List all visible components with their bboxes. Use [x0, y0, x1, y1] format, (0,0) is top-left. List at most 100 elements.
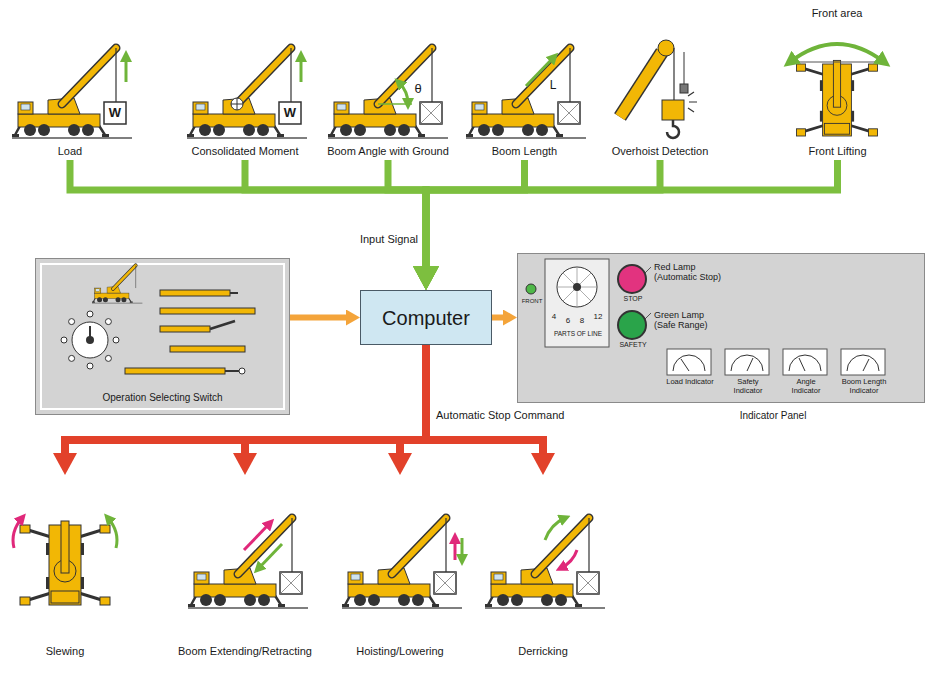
length-illustration	[466, 48, 586, 138]
indicator-panel-art	[618, 311, 646, 339]
node-caption: Derricking	[518, 645, 568, 658]
overhoist-illustration	[620, 52, 662, 117]
node-caption: Overhoist Detection	[612, 145, 709, 158]
slewing-illustration	[13, 518, 117, 605]
front-lifting-illustration	[797, 60, 878, 136]
indicator-panel-art	[517, 253, 925, 403]
overhoist-illustration	[684, 52, 685, 84]
area-label: Front area	[792, 6, 882, 20]
gauge	[783, 349, 827, 375]
weight-mark: W	[104, 102, 126, 124]
selector-panel-art	[105, 319, 111, 325]
slew-stop: Slewing	[10, 475, 120, 660]
command-label: Automatic Stop Command	[436, 408, 606, 422]
selector-panel-art	[69, 355, 75, 361]
angle-illustration	[420, 102, 442, 124]
moment-illustration	[300, 56, 303, 82]
extend-illustration	[258, 544, 282, 569]
angle-illustration	[328, 48, 448, 138]
hoist-illustration	[342, 518, 462, 608]
selector-panel-art	[160, 308, 255, 314]
hoist-illustration	[461, 538, 464, 560]
front-lifting-illustration	[790, 62, 884, 63]
selector-panel-art	[125, 368, 225, 374]
hoist-illustration	[434, 572, 456, 594]
extend-illustration	[188, 518, 308, 608]
selector-panel-art	[105, 355, 111, 361]
gauge	[747, 358, 753, 371]
overhoist-illustration	[680, 84, 688, 93]
moment-illustration	[187, 48, 307, 138]
signal-arrow	[245, 160, 426, 266]
selector-panel-art	[61, 337, 67, 343]
selector-panel-art	[35, 258, 290, 415]
derrick-illustration	[561, 550, 577, 568]
angle-illustration	[399, 82, 408, 104]
derrick-illustration	[545, 518, 565, 540]
extend-illustration	[188, 518, 308, 608]
computer-box: Computer	[360, 290, 492, 345]
front-lifting-illustration	[790, 44, 884, 62]
lamp-note: Green Lamp (Safe Range)	[654, 310, 726, 331]
signal-arrow	[388, 160, 426, 266]
signal-arrow	[65, 345, 426, 453]
selector-panel-art	[35, 258, 290, 415]
moment-illustration	[231, 98, 243, 110]
signal-arrow	[426, 160, 525, 266]
selector-panel-art	[170, 346, 245, 352]
signal-arrow	[426, 160, 660, 266]
load-illustration	[12, 48, 132, 138]
selector-panel-art	[113, 337, 119, 343]
selector-panel-art	[87, 363, 93, 369]
selector-panel-art	[89, 326, 91, 340]
node-caption: Operation Selecting Switch	[102, 392, 222, 404]
gauge	[841, 349, 885, 375]
dial-number: 12	[590, 312, 606, 321]
selector-panel: Operation Selecting Switch	[35, 258, 290, 415]
node-caption: Load	[58, 145, 82, 158]
derrick-illustration	[485, 518, 605, 608]
dial-number: 6	[562, 316, 574, 325]
signal-arrow	[492, 315, 503, 321]
selector-panel-art	[69, 319, 75, 325]
signal-arrow	[70, 160, 426, 266]
angle-illustration	[420, 102, 442, 124]
slewing-illustration	[20, 521, 110, 605]
length-illustration	[558, 102, 580, 124]
node-caption: Boom Angle with Ground	[327, 145, 449, 158]
indicator-panel-art	[526, 284, 536, 294]
gauge	[673, 355, 705, 371]
gauge	[725, 349, 769, 375]
overhoist-illustration	[667, 120, 679, 138]
indicator-panel-art	[545, 259, 609, 347]
node-caption: Hoisting/Lowering	[356, 645, 443, 658]
indicator-panel-art	[557, 267, 597, 307]
node-caption: Consolidated Moment	[191, 145, 298, 158]
node-caption: Computer	[382, 306, 470, 330]
moment-sensor: Consolidated Moment	[175, 30, 315, 160]
overhoist-illustration	[662, 100, 684, 120]
load-illustration	[12, 48, 132, 138]
gauge	[667, 349, 711, 375]
telescope-stop: Boom Extending/Retracting	[165, 475, 325, 660]
angle-illustration	[328, 48, 448, 138]
gauge	[847, 355, 879, 371]
gauge	[863, 359, 869, 371]
indicator-panel-art	[557, 267, 597, 307]
gauge	[681, 359, 689, 371]
signal-label: Input Signal	[330, 232, 418, 246]
selector-panel-art	[87, 311, 93, 317]
signal-arrow	[426, 160, 838, 266]
overhoist-illustration	[658, 40, 674, 56]
indicator-panel-art	[618, 265, 646, 293]
weight-mark: W	[279, 102, 301, 124]
derrick-illustration	[577, 572, 599, 594]
hoist-illustration	[342, 518, 462, 608]
selector-panel-art	[225, 370, 239, 372]
selector-panel-art	[92, 265, 142, 303]
node-caption: Front Lifting	[808, 145, 866, 158]
lamp-label: SAFETY	[613, 341, 653, 349]
gauge	[789, 355, 821, 371]
